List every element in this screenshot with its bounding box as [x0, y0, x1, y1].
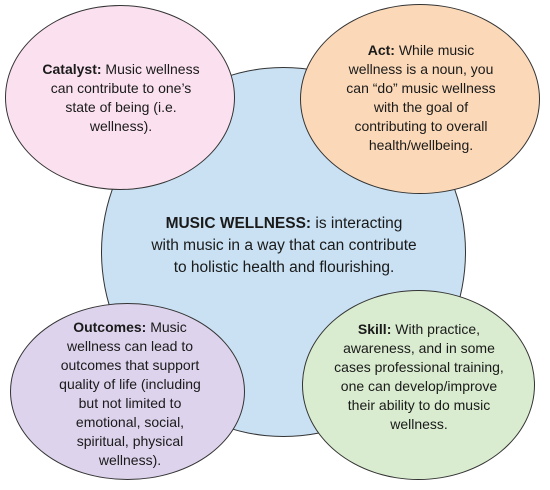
outcomes-ellipse	[10, 303, 245, 480]
skill-ellipse	[302, 290, 535, 480]
act-description: While music wellness is a noun, you can …	[346, 42, 496, 153]
center-description: is interacting with music in a way that …	[151, 215, 417, 276]
skill-description: With practice, awareness, and in some ca…	[334, 321, 504, 432]
outcomes-term: Outcomes:	[73, 319, 147, 335]
catalyst-term: Catalyst:	[42, 61, 102, 77]
center-term: MUSIC WELLNESS:	[165, 215, 312, 232]
skill-text: Skill: With practice, awareness, and in …	[330, 320, 508, 434]
skill-term: Skill:	[357, 321, 392, 337]
outcomes-text: Outcomes: Music wellness can lead to out…	[50, 318, 210, 470]
act-text: Act: While music wellness is a noun, you…	[343, 41, 499, 155]
catalyst-text: Catalyst: Music wellness can contribute …	[40, 60, 202, 136]
catalyst-ellipse	[5, 5, 235, 190]
act-term: Act:	[367, 42, 395, 58]
center-text: MUSIC WELLNESS: is interacting with musi…	[150, 213, 418, 279]
outcomes-description: Music wellness can lead to outcomes that…	[59, 319, 201, 468]
catalyst-description: Music wellness can contribute to one’s s…	[50, 61, 200, 134]
act-ellipse	[300, 4, 540, 194]
